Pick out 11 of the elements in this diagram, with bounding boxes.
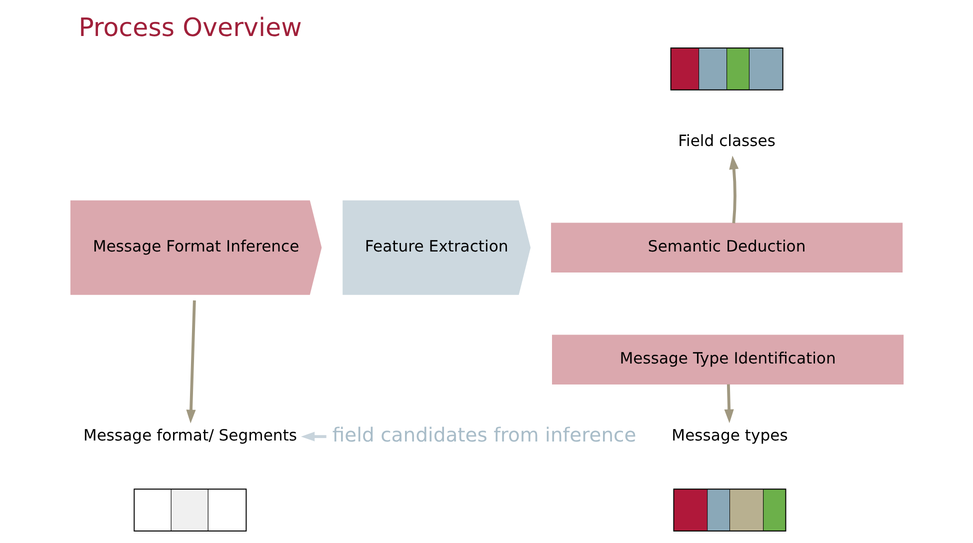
arrow <box>728 156 738 224</box>
diagram-title: Process Overview <box>78 12 302 42</box>
node-box: Semantic Deduction <box>550 222 902 272</box>
arrow <box>724 384 734 424</box>
node-box: Message Type Identification <box>552 334 904 384</box>
arrow <box>186 300 196 424</box>
node-text: Message format/ Segments <box>82 426 297 444</box>
arrow <box>300 432 326 442</box>
node-text: Message types <box>671 426 788 444</box>
node-text: Field classes <box>678 132 775 150</box>
node-text: field candidates from inference <box>332 423 636 446</box>
